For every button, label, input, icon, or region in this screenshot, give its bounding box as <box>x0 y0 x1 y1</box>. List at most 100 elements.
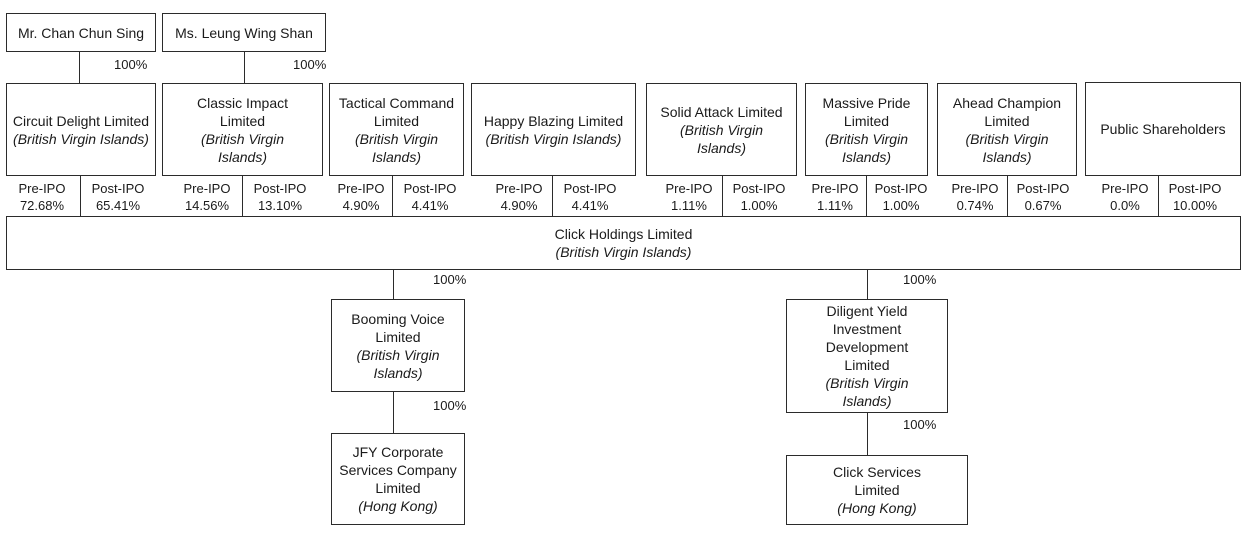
connector-line <box>552 176 553 216</box>
post-ipo-stake: Post-IPO 65.41% <box>82 180 154 214</box>
entity-jurisdiction: (British Virgin Islands) <box>201 130 284 165</box>
pre-ipo-percent: 1.11% <box>817 198 853 213</box>
entity-name: JFY Corporate Services Company Limited <box>339 444 457 496</box>
pre-ipo-percent: 0.74% <box>956 198 994 213</box>
entity-name: Diligent Yield Investment Development Li… <box>825 303 909 373</box>
connector-line <box>866 176 867 216</box>
connector-line <box>867 270 868 299</box>
connector-line <box>393 270 394 299</box>
post-ipo-percent: 4.41% <box>571 198 609 213</box>
ownership-percent: 100% <box>114 57 148 72</box>
subsidiary-booming-voice: Booming Voice Limited (British Virgin Is… <box>331 299 465 392</box>
entity-name: Ahead Champion Limited <box>952 94 1062 129</box>
entity-jurisdiction: (British Virgin Islands) <box>965 130 1049 165</box>
pre-ipo-percent: 14.56% <box>184 198 230 213</box>
entity-jurisdiction: (British Virgin Islands) <box>825 375 909 409</box>
pre-ipo-percent: 1.11% <box>671 198 707 213</box>
post-ipo-stake: Post-IPO 0.67% <box>1009 180 1077 214</box>
shareholder-massive-pride: Massive Pride Limited (British Virgin Is… <box>805 83 928 176</box>
entity-name: Happy Blazing Limited <box>483 112 624 129</box>
entity-name: Click Holdings Limited <box>554 226 693 242</box>
pre-ipo-stake: Pre-IPO 4.90% <box>486 180 552 214</box>
pre-ipo-stake: Pre-IPO 1.11% <box>656 180 722 214</box>
connector-line <box>722 176 723 216</box>
pre-ipo-label: Pre-IPO <box>951 181 999 196</box>
subsidiary-click-services: Click Services Limited (Hong Kong) <box>786 455 968 525</box>
entity-jurisdiction: (British Virgin Islands) <box>485 130 622 147</box>
shareholder-tactical-command: Tactical Command Limited (British Virgin… <box>329 83 464 176</box>
pre-ipo-percent: 0.0% <box>1110 198 1140 213</box>
entity-jurisdiction: (Hong Kong) <box>837 500 917 516</box>
post-ipo-label: Post-IPO <box>874 181 928 196</box>
connector-line <box>79 52 80 83</box>
post-ipo-percent: 4.41% <box>411 198 449 213</box>
subsidiary-diligent-yield: Diligent Yield Investment Development Li… <box>786 299 948 413</box>
connector-line <box>392 176 393 216</box>
connector-line <box>393 392 394 433</box>
pre-ipo-label: Pre-IPO <box>183 181 231 196</box>
shareholder-ahead-champion: Ahead Champion Limited (British Virgin I… <box>937 83 1077 176</box>
post-ipo-stake: Post-IPO 13.10% <box>244 180 316 214</box>
pre-ipo-label: Pre-IPO <box>1101 181 1149 196</box>
post-ipo-label: Post-IPO <box>563 181 617 196</box>
shareholder-happy-blazing: Happy Blazing Limited (British Virgin Is… <box>471 83 636 176</box>
entity-jurisdiction: (British Virgin Islands) <box>355 130 438 165</box>
entity-name: Massive Pride Limited <box>822 94 911 129</box>
pre-ipo-label: Pre-IPO <box>665 181 713 196</box>
entity-jurisdiction: (Hong Kong) <box>358 498 438 514</box>
entity-jurisdiction: (British Virgin Islands) <box>825 130 908 165</box>
post-ipo-stake: Post-IPO 4.41% <box>554 180 626 214</box>
pre-ipo-stake: Pre-IPO 4.90% <box>330 180 392 214</box>
pre-ipo-stake: Pre-IPO 0.0% <box>1094 180 1156 214</box>
shareholder-circuit-delight: Circuit Delight Limited (British Virgin … <box>6 83 156 176</box>
post-ipo-percent: 10.00% <box>1172 198 1218 213</box>
connector-line <box>242 176 243 216</box>
entity-name: Solid Attack Limited <box>660 103 783 120</box>
ownership-percent: 100% <box>293 57 327 72</box>
individual-chan-chun-sing: Mr. Chan Chun Sing <box>6 13 156 52</box>
pre-ipo-stake: Pre-IPO 0.74% <box>944 180 1006 214</box>
entity-name: Click Services Limited <box>833 464 921 498</box>
entity-name: Booming Voice Limited <box>351 310 445 345</box>
post-ipo-stake: Post-IPO 4.41% <box>394 180 466 214</box>
subsidiary-jfy-corporate-services: JFY Corporate Services Company Limited (… <box>331 433 465 525</box>
post-ipo-percent: 1.00% <box>882 198 920 213</box>
ownership-percent: 100% <box>433 398 467 413</box>
post-ipo-percent: 65.41% <box>95 198 141 213</box>
entity-name: Circuit Delight Limited <box>12 112 150 129</box>
post-ipo-label: Post-IPO <box>1168 181 1222 196</box>
post-ipo-label: Post-IPO <box>253 181 307 196</box>
entity-name: Classic Impact Limited <box>196 94 289 129</box>
pre-ipo-label: Pre-IPO <box>337 181 385 196</box>
connector-line <box>867 413 868 455</box>
entity-jurisdiction: (British Virgin Islands) <box>555 244 692 260</box>
pre-ipo-percent: 72.68% <box>19 198 65 213</box>
connector-line <box>1158 176 1159 216</box>
entity-jurisdiction: (British Virgin Islands) <box>13 130 149 147</box>
post-ipo-stake: Post-IPO 1.00% <box>868 180 934 214</box>
pre-ipo-stake: Pre-IPO 1.11% <box>805 180 865 214</box>
entity-jurisdiction: (British Virgin Islands) <box>356 346 440 381</box>
pre-ipo-label: Pre-IPO <box>495 181 543 196</box>
post-ipo-label: Post-IPO <box>1016 181 1070 196</box>
individual-leung-wing-shan: Ms. Leung Wing Shan <box>162 13 326 52</box>
pre-ipo-stake: Pre-IPO 72.68% <box>6 180 78 214</box>
post-ipo-stake: Post-IPO 10.00% <box>1160 180 1230 214</box>
pre-ipo-percent: 4.90% <box>342 198 380 213</box>
shareholder-public: Public Shareholders <box>1085 82 1241 176</box>
post-ipo-label: Post-IPO <box>403 181 457 196</box>
ownership-percent: 100% <box>433 272 467 287</box>
pre-ipo-stake: Pre-IPO 14.56% <box>172 180 242 214</box>
post-ipo-label: Post-IPO <box>732 181 786 196</box>
ownership-percent: 100% <box>903 272 937 287</box>
individual-name: Mr. Chan Chun Sing <box>17 24 145 41</box>
connector-line <box>80 176 81 216</box>
entity-name: Public Shareholders <box>1100 121 1226 137</box>
connector-line <box>244 52 245 83</box>
entity-jurisdiction: (British Virgin Islands) <box>680 121 763 156</box>
shareholder-solid-attack: Solid Attack Limited (British Virgin Isl… <box>646 83 797 176</box>
post-ipo-percent: 0.67% <box>1024 198 1062 213</box>
post-ipo-label: Post-IPO <box>91 181 145 196</box>
ownership-percent: 100% <box>903 417 937 432</box>
post-ipo-stake: Post-IPO 1.00% <box>724 180 794 214</box>
